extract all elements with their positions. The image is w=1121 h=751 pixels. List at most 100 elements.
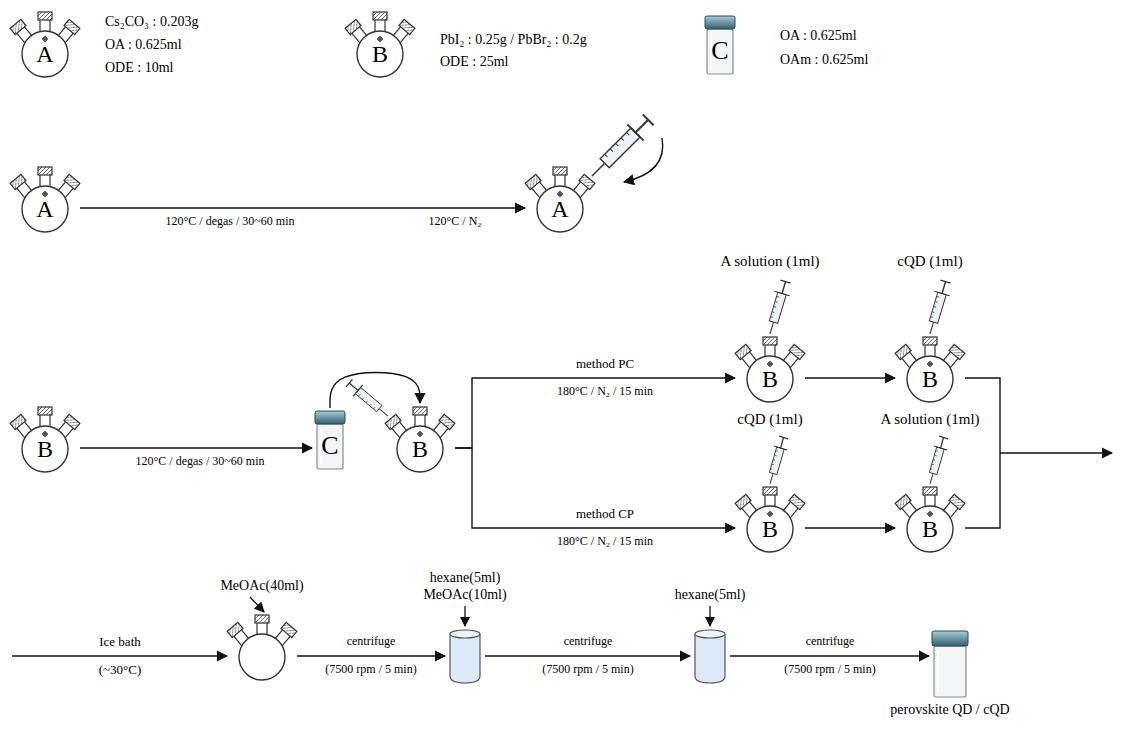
syringe-part: [770, 468, 772, 470]
reagent-label: OA : 0.625ml: [780, 28, 857, 44]
vial-node: C: [315, 411, 345, 469]
condition-label: 180°C / N₂ / 15 min: [557, 535, 653, 549]
flask-neck-part: [579, 174, 595, 189]
syringe-part: [373, 407, 375, 409]
flask-neck-part: [949, 494, 965, 509]
syringe-part: [779, 436, 788, 439]
condition-label: A solution (1ml): [880, 411, 979, 428]
merge-arrow: [1000, 452, 1112, 453]
flask-node: A: [13, 12, 77, 78]
syringe-part: [610, 149, 613, 152]
node-label: hexane(5ml): [675, 587, 746, 604]
syringe-part: [643, 114, 654, 125]
flask-neck-part: [373, 12, 387, 20]
reagent-label: Cs₂CO₃ : 0.203g: [105, 14, 198, 30]
syringe-part: [929, 447, 944, 475]
syringe-part: [770, 322, 774, 334]
flask-letter: B: [348, 42, 412, 66]
flask-neck-part: [413, 407, 427, 415]
syringe-part: [358, 394, 360, 396]
syringe-part: [934, 306, 937, 308]
flask-neck-part: [10, 19, 26, 34]
vial-shape: [932, 631, 968, 697]
syringe-part: [935, 301, 938, 303]
reagent-arrow: [700, 604, 720, 628]
flask-neck-part: [923, 487, 937, 495]
flask-neck-part: [735, 344, 751, 359]
flask-neck-part: [10, 174, 26, 189]
flask-neck-part: [789, 344, 805, 359]
reagent-arrow: [455, 604, 475, 628]
syringe-part: [934, 455, 936, 457]
condition-label: A solution (1ml): [720, 253, 819, 270]
syringe: [344, 377, 392, 421]
syringe-part: [930, 468, 932, 470]
syringe-part: [940, 280, 950, 283]
tube-node: hexane(5ml) MeOAc(10ml): [423, 570, 506, 684]
flask-node: B: [898, 487, 962, 553]
flask-neck-part: [64, 174, 80, 189]
flow-arrow: [80, 207, 525, 208]
reagent-label: OAm : 0.625ml: [780, 52, 868, 68]
flask-neck-part: [64, 19, 80, 34]
syringe-part: [929, 292, 946, 323]
node-label: perovskite QD / cQD: [890, 702, 1009, 719]
flask-neck-part: [10, 414, 26, 429]
condition-label: (7500 rpm / 5 min): [784, 663, 875, 677]
reagent-arrow: [242, 595, 282, 615]
syringe-part: [770, 474, 773, 485]
syringe-part: [777, 296, 780, 298]
flask-node: B: [13, 407, 77, 473]
syringe-part: [605, 154, 608, 157]
syringe-part: [592, 163, 605, 176]
condition-label: (7500 rpm / 5 min): [542, 663, 633, 677]
edge-label: centrifuge: [804, 635, 857, 649]
flask-neck-part: [227, 622, 243, 637]
flask-letter: A: [13, 197, 77, 221]
flow-arrow: [455, 448, 735, 528]
flask-neck-part: [949, 344, 965, 359]
syringe-part: [942, 282, 946, 294]
syringe-part: [773, 459, 775, 461]
reagent-label: OA : 0.625ml: [105, 37, 182, 53]
flask-neck-part: [763, 487, 777, 495]
condition-label: cQD (1ml): [897, 253, 962, 270]
ice-bath-arrow: [12, 655, 227, 656]
syringe: [763, 436, 790, 486]
flask-neck-part: [38, 12, 52, 20]
flask-neck-part: [735, 494, 751, 509]
edge-label: method CP: [574, 507, 636, 522]
flask-shape: [230, 615, 294, 681]
syringe-part: [782, 282, 786, 294]
edge-label: centrifuge: [562, 635, 615, 649]
syringe-part: [366, 401, 368, 403]
flask-neck-part: [895, 344, 911, 359]
flow-arrow: [330, 372, 420, 408]
flask-neck-part: [895, 494, 911, 509]
flask-letter: C: [705, 36, 735, 66]
syringe-part: [930, 322, 934, 334]
condition-label: (7500 rpm / 5 min): [325, 663, 416, 677]
flask-neck-part: [385, 414, 401, 429]
flow-arrow: [455, 378, 735, 448]
syringe-part: [936, 450, 938, 452]
flow-arrow: [297, 655, 445, 656]
syringe-part: [636, 120, 649, 133]
node-label: hexane(5ml) MeOAc(10ml): [423, 570, 506, 604]
syringe-part: [621, 138, 624, 141]
syringe-part: [933, 459, 935, 461]
injection-arrow: [624, 138, 663, 182]
flask-neck-part: [439, 414, 455, 429]
flask-letter: A: [13, 42, 77, 66]
syringe-part: [781, 438, 784, 449]
syringe: [923, 436, 950, 486]
condition-label: (~30°C): [99, 663, 142, 678]
syringe-part: [616, 143, 619, 146]
flow-arrow: [485, 655, 690, 656]
vial-body: [934, 646, 966, 697]
flask-neck-part: [345, 19, 361, 34]
reagent-label: PbI₂ : 0.25g / PbBr₂ : 0.2g: [440, 32, 587, 48]
edge-label: 120°C / degas / 30~60 min: [134, 455, 267, 469]
tube-body: [695, 634, 725, 683]
flask-node: A: [13, 167, 77, 233]
